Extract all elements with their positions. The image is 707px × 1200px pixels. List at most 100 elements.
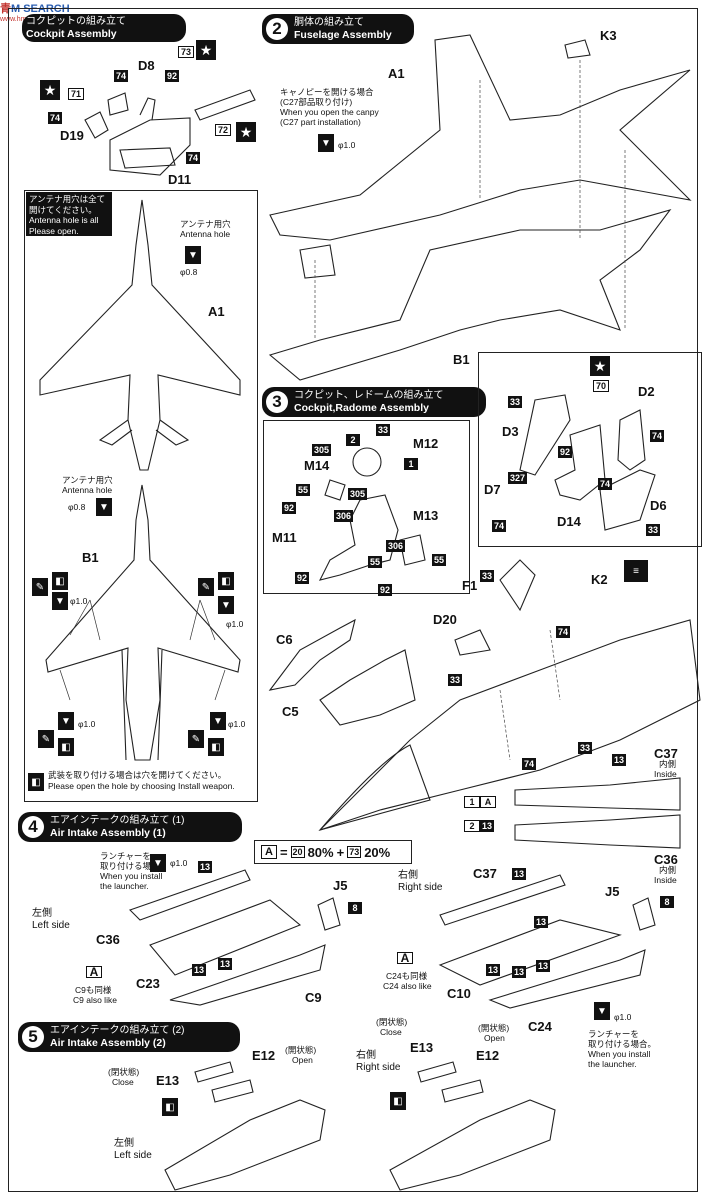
mix-color2: 73 [347, 846, 362, 858]
d19-art [84, 111, 109, 139]
canopy-note-jp: キャノピーを開ける場合 [280, 87, 374, 97]
drill-icon: ▼ [318, 134, 334, 152]
color-33-e: 33 [448, 674, 463, 686]
weapon-icon: ✎ [32, 578, 48, 596]
label-d7: D7 [484, 482, 501, 497]
launcher-jp-right: ランチャーを [588, 1029, 639, 1039]
step5-title-en: Air Intake Assembly (2) [50, 1037, 166, 1049]
color-13-f: 13 [486, 964, 501, 976]
weapon-icon: ✎ [188, 730, 204, 748]
label-d3: D3 [502, 424, 519, 439]
color-mix-formula: A = 20 80% + 73 20% [254, 840, 412, 864]
label-c36-left: C36 [96, 932, 120, 947]
decal-stripe-icon: ≡ [624, 560, 648, 582]
color-55-b: 55 [368, 556, 383, 568]
label-m12: M12 [413, 436, 439, 451]
launcher-en2-right: the launcher. [588, 1059, 637, 1069]
right-side-en: Right side [398, 882, 443, 893]
label-d20: D20 [433, 612, 457, 627]
mix-color1: 20 [290, 846, 305, 858]
color-305-a: 305 [312, 444, 332, 456]
duct-row1-color: A [480, 796, 496, 808]
canopy-note-en: When you open the canpy [280, 107, 379, 117]
k3-art [564, 39, 591, 59]
step2-number: 2 [266, 18, 288, 40]
label-j5-right: J5 [605, 884, 620, 899]
duct-inside-en-1: Inside [654, 769, 677, 779]
color-70: 70 [593, 380, 610, 392]
star-icon: ★ [40, 80, 60, 100]
part74-art [107, 92, 129, 116]
color-306-b: 306 [386, 540, 406, 552]
duct-inside-jp-2: 内側 [659, 865, 677, 875]
pilot-panel-frame [263, 420, 470, 594]
color-92-b: 92 [282, 502, 297, 514]
color-13-a: 13 [198, 861, 213, 873]
mix-eq: = [279, 844, 288, 860]
open-en-left: Open [292, 1055, 313, 1065]
step4-title-jp: エアインテークの組み立て (1) [50, 815, 185, 826]
antenna-size-2: φ0.8 [68, 502, 86, 512]
step1-title-jp: コクピットの組み立て [26, 16, 126, 27]
mix-pct2: 20% [364, 844, 391, 860]
color-13-g: 13 [512, 966, 527, 978]
c9-also-en: C9 also like [73, 995, 117, 1005]
label-e13-left: E13 [156, 1073, 180, 1088]
antenna-note-jp2: 開けてください。 [29, 204, 97, 215]
weapon-pattern-icon: ◧ [208, 738, 224, 756]
open-jp-right: (開状態) [478, 1023, 510, 1033]
left-side-jp-5: 左側 [114, 1138, 134, 1149]
color-74-a: 74 [114, 70, 129, 82]
launcher-jp2-right: 取り付ける場合。 [588, 1039, 657, 1049]
radome-art [318, 744, 431, 832]
antenna-panel-frame [24, 190, 258, 802]
color-73: 73 [178, 46, 195, 58]
antenna-note-en2: Please open. [29, 225, 79, 236]
label-duct-c36: C36 [654, 852, 678, 867]
color-74-g: 74 [556, 626, 571, 638]
label-c6: C6 [276, 632, 293, 647]
weapon-pattern-icon: ◧ [28, 773, 44, 791]
mix-plus: + [336, 844, 345, 860]
color-74-d: 74 [650, 430, 665, 442]
duct-c37-art [514, 777, 681, 811]
size-d10-launcher-left: φ1.0 [170, 858, 188, 868]
duct-color-13: 13 [612, 754, 627, 766]
cockpit-tub-art [109, 117, 191, 176]
c24-also-jp: C24も同様 [386, 971, 428, 981]
arrow-pattern-icon: ◧ [162, 1098, 178, 1116]
step1-title-en: Cockpit Assembly [26, 28, 117, 40]
antenna-hole-jp-2: アンテナ用穴 [62, 475, 113, 485]
seat-panel-frame [478, 352, 702, 547]
c5-art [319, 649, 416, 726]
drill-icon: ▼ [150, 854, 166, 872]
step3-title-jp: コクピット、レドームの組み立て [294, 390, 444, 401]
close-en-right: Close [380, 1027, 402, 1037]
j5-right-art [632, 897, 656, 931]
c24-also-en: C24 also like [383, 981, 432, 991]
color-13-b: 13 [192, 964, 207, 976]
weapon-note-en: Please open the hole by choosing Install… [48, 781, 235, 791]
arrow-pattern-icon: ◧ [390, 1092, 406, 1110]
color-74-b: 74 [48, 112, 63, 124]
size-d10-d: φ1.0 [228, 719, 246, 729]
label-d6: D6 [650, 498, 667, 513]
label-k2: K2 [591, 572, 608, 587]
label-f1: F1 [462, 578, 478, 593]
antenna-hole-en-1: Antenna hole [180, 229, 231, 239]
label-c23: C23 [136, 976, 160, 991]
color-74-c: 74 [186, 152, 201, 164]
size-d10-c: φ1.0 [78, 719, 96, 729]
size-d10-a: φ1.0 [70, 596, 88, 606]
launcher-en2-left: the launcher. [100, 881, 149, 891]
label-d14: D14 [557, 514, 581, 529]
step4-number: 4 [22, 816, 44, 838]
antenna-note-box: アンテナ用穴は全て 開けてください。 Antenna hole is all P… [26, 192, 112, 236]
step3-title-en: Cockpit,Radome Assembly [294, 402, 429, 414]
intake-right-art [389, 1099, 556, 1191]
j5-left-art [317, 897, 341, 931]
duct-row1-num: 1 [464, 796, 480, 808]
label-d8: D8 [138, 58, 155, 73]
watermark-brand: M SEARCH [11, 3, 70, 15]
